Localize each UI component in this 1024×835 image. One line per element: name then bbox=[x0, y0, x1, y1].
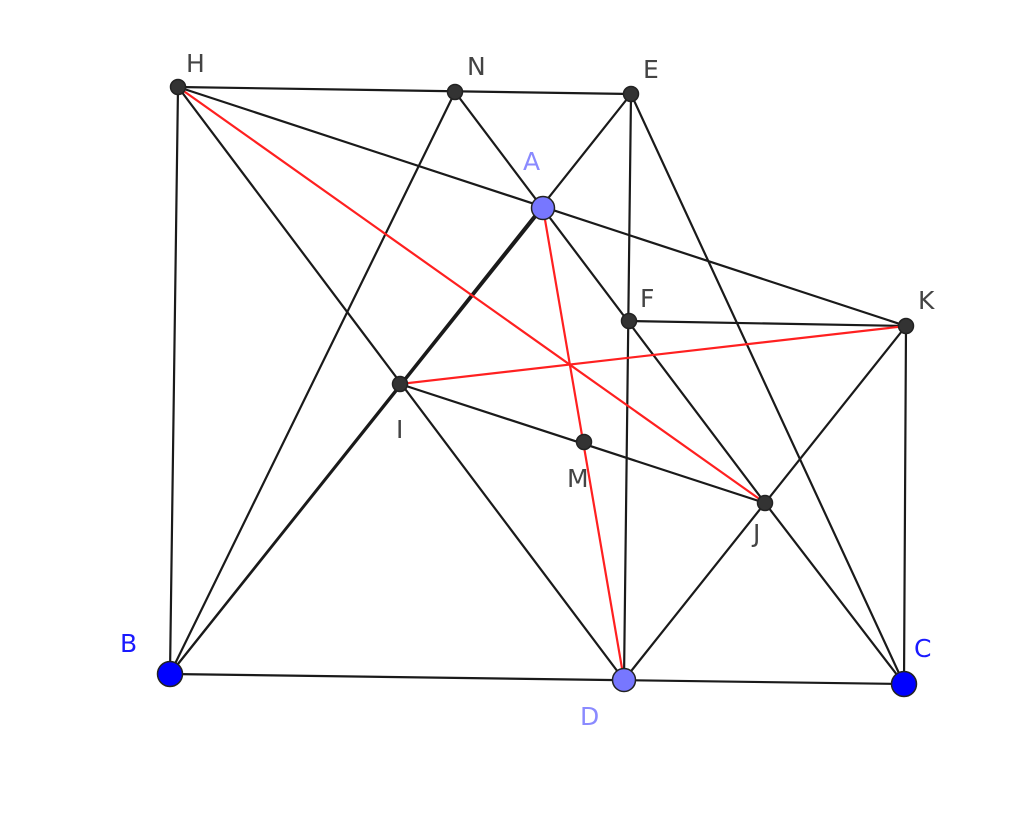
point-a[interactable] bbox=[530, 195, 556, 221]
point-label-d: D bbox=[580, 702, 599, 731]
point-label-j: J bbox=[751, 519, 760, 548]
point-b[interactable] bbox=[156, 660, 184, 688]
segment-fk[interactable] bbox=[627, 319, 908, 328]
point-label-c: C bbox=[914, 634, 931, 663]
point-m[interactable] bbox=[575, 433, 593, 451]
point-label-n: N bbox=[467, 52, 486, 81]
segment-ba[interactable] bbox=[168, 206, 545, 676]
point-label-k: K bbox=[918, 286, 935, 315]
point-i[interactable] bbox=[391, 375, 409, 393]
segment-hb[interactable] bbox=[168, 85, 180, 676]
segment-ck[interactable] bbox=[902, 324, 908, 686]
point-k[interactable] bbox=[897, 317, 915, 335]
segment-hj[interactable] bbox=[176, 85, 767, 505]
point-label-e: E bbox=[643, 55, 659, 84]
point-label-f: F bbox=[640, 284, 654, 313]
point-label-b: B bbox=[120, 629, 137, 658]
segment-he[interactable] bbox=[176, 85, 633, 96]
segment-ec[interactable] bbox=[629, 92, 906, 686]
segment-bc[interactable] bbox=[168, 672, 906, 686]
point-label-i: I bbox=[396, 415, 403, 444]
point-c[interactable] bbox=[890, 670, 918, 698]
labels-layer: H N E A F K I M J B D C bbox=[120, 49, 935, 731]
point-label-a: A bbox=[523, 147, 540, 176]
segment-nj[interactable] bbox=[453, 90, 767, 505]
point-label-m: M bbox=[567, 464, 589, 493]
point-h[interactable] bbox=[169, 78, 187, 96]
point-e[interactable] bbox=[622, 85, 640, 103]
segment-ik[interactable] bbox=[398, 324, 908, 386]
point-j[interactable] bbox=[756, 494, 774, 512]
point-f[interactable] bbox=[620, 312, 638, 330]
segment-nb[interactable] bbox=[168, 90, 457, 676]
point-label-h: H bbox=[186, 49, 205, 78]
segment-jc[interactable] bbox=[763, 501, 906, 686]
point-d[interactable] bbox=[611, 667, 637, 693]
point-n[interactable] bbox=[446, 83, 464, 101]
points-layer bbox=[156, 78, 918, 698]
segment-ed[interactable] bbox=[622, 92, 633, 682]
